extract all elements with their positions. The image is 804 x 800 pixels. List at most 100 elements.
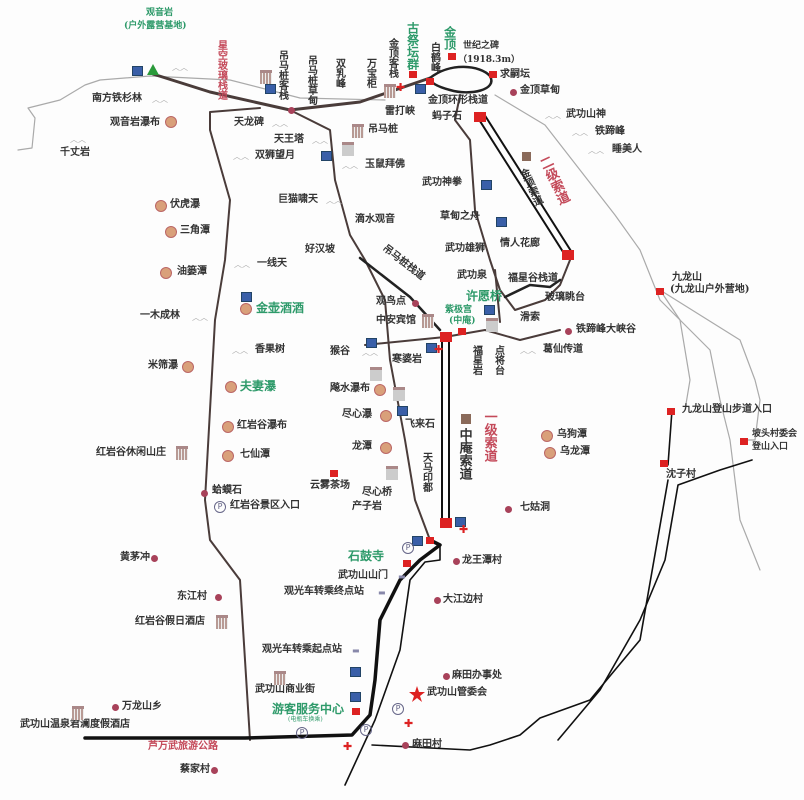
- toilet-icon: [397, 406, 408, 416]
- label-jd-meadow: 金顶草甸: [520, 85, 560, 96]
- trail-west: [17, 75, 386, 151]
- village-dot-icon: [402, 742, 409, 749]
- label-tianwang: 天王塔: [274, 134, 304, 145]
- label-ziji: 紫极宫: [445, 305, 473, 315]
- label-shuimei: 睡美人: [612, 144, 642, 155]
- trail-east: [494, 94, 761, 571]
- hotel-icon: [352, 124, 364, 138]
- cable-station-icon: [440, 518, 452, 528]
- label-glass-deck: 玻璃眺台: [545, 292, 585, 303]
- temple-icon: [386, 466, 398, 480]
- village-dot-icon: [201, 490, 208, 497]
- toilet-icon: [415, 84, 426, 94]
- mountain-icon: ︿︿: [520, 346, 536, 355]
- label-zipline: 滑索: [520, 312, 540, 323]
- first-aid-icon: ✚: [343, 740, 353, 753]
- label-dmz: 吊马桩: [368, 124, 398, 135]
- label-leida: 雷打峡: [385, 106, 415, 117]
- label-fuxingyan: 福星岩: [470, 345, 482, 375]
- village-dot-icon: [453, 558, 460, 565]
- first-aid-icon: ✚: [434, 343, 444, 356]
- label-ebus: (电瓶车换乘): [288, 716, 323, 723]
- landmark-icon: [458, 328, 466, 335]
- river-road: [344, 409, 673, 786]
- label-jinding: 金顶: [442, 26, 457, 50]
- label-gate: 武功山山门: [338, 570, 388, 581]
- ridge-road: [289, 109, 431, 541]
- waterfall-icon: [155, 200, 167, 212]
- village-dot-icon: [215, 594, 222, 601]
- hotel-icon: [216, 615, 228, 629]
- label-shenzi: 沈子村: [666, 469, 696, 480]
- label-wugou: 乌狗潭: [557, 429, 587, 440]
- label-ring-walk: 金顶环形栈道: [428, 95, 488, 106]
- landmark-icon: [660, 460, 668, 467]
- waterfall-icon: [165, 116, 177, 128]
- mountain-icon: ︿︿: [172, 63, 188, 72]
- label-yimu: 一木成林: [140, 310, 180, 321]
- star-icon: [409, 686, 425, 702]
- waterfall-icon: [544, 447, 556, 459]
- waterfall-icon: [380, 442, 392, 454]
- first-aid-icon: ✚: [396, 81, 406, 94]
- waterfall-icon: [374, 384, 386, 396]
- label-dianjiang: 点将台: [492, 345, 504, 375]
- landmark-icon: [740, 438, 748, 445]
- temple-icon: [370, 367, 382, 381]
- bus-icon: ▬: [378, 588, 386, 597]
- toilet-icon: [350, 692, 361, 702]
- landmark-icon: [352, 708, 360, 715]
- waterfall-icon: [240, 303, 252, 315]
- toilet-icon: [132, 66, 143, 76]
- label-highway: 芦万武旅游公路: [148, 741, 218, 752]
- mountain-icon: ︿︿: [342, 161, 358, 170]
- toilet-icon: [321, 151, 332, 161]
- waterfall-icon: [541, 430, 553, 442]
- label-xuyuan: 许愿桥: [466, 289, 503, 303]
- cable-station-icon: [440, 332, 452, 342]
- waterfall-icon: [182, 361, 194, 373]
- hotel-icon: [274, 671, 286, 685]
- label-wulong: 乌龙潭: [560, 446, 590, 457]
- waterfall-icon: [165, 226, 177, 238]
- parking-icon: P: [296, 727, 308, 739]
- landmark-icon: [448, 53, 456, 60]
- first-aid-icon: ✚: [404, 717, 414, 730]
- toilet-icon: [481, 180, 492, 190]
- waterfall-icon: [380, 410, 392, 422]
- bus-icon: ▬: [398, 572, 406, 581]
- village-dot-icon: [211, 767, 218, 774]
- label-altars: 古祭坛群: [405, 22, 420, 70]
- label-xiangguo: 香果树: [255, 344, 285, 355]
- label-wanlong: 万龙山乡: [122, 701, 162, 712]
- label-tianma: 天马印都: [420, 452, 432, 492]
- label-visitor: 游客服务中心: [272, 702, 345, 716]
- label-hyg-villa: 红岩谷休闲山庄: [96, 447, 166, 458]
- cable-1: [441, 337, 450, 521]
- toilet-icon: [412, 536, 423, 546]
- hotel-icon: [260, 70, 272, 84]
- village-dot-icon: [565, 328, 572, 335]
- parking-icon: P: [214, 501, 226, 513]
- label-birds: 观鸟点: [376, 296, 406, 307]
- label-jl-trail: 九龙山登山步道入口: [682, 404, 772, 415]
- cable-station-icon: [562, 250, 574, 260]
- label-hanpo: 寒婆岩: [392, 354, 422, 365]
- label-cable-1: 一级索道: [481, 410, 497, 462]
- toilet-icon: [496, 217, 507, 227]
- cable-sign-icon: [522, 152, 531, 161]
- connector: [364, 269, 501, 346]
- first-aid-icon: ✚: [459, 523, 469, 536]
- label-century: 世纪之碑: [463, 41, 500, 51]
- landmark-icon: [330, 470, 338, 477]
- label-tianlong: 天龙碑: [234, 117, 264, 128]
- label-street: 武功山商业街: [255, 684, 315, 695]
- label-baihe: 白鹤峰: [428, 42, 440, 72]
- label-hemlock: 南方铁杉林: [92, 93, 142, 104]
- label-bus-end: 观光车转乘终点站: [284, 586, 364, 597]
- village-dot-icon: [443, 673, 450, 680]
- label-fuqi: 夫妻瀑: [240, 379, 277, 393]
- village-dot-icon: [112, 704, 119, 711]
- label-hyg-fall: 红岩谷瀑布: [237, 420, 287, 431]
